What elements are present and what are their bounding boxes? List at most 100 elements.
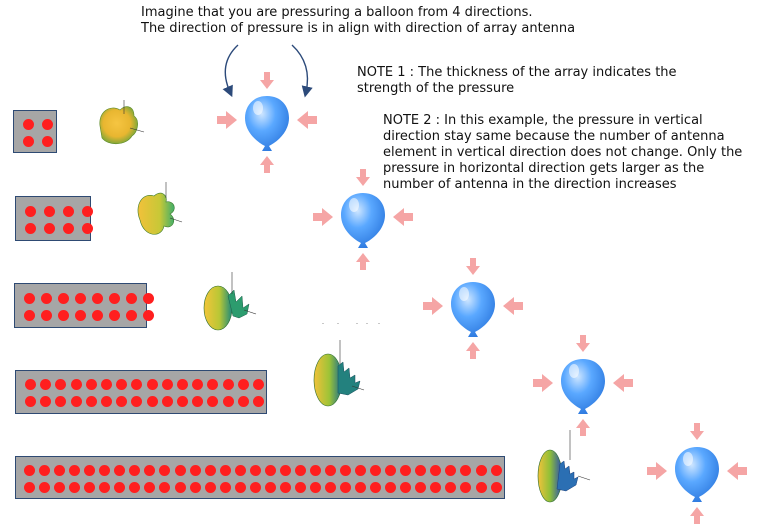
antenna-element	[75, 292, 86, 304]
antenna-element	[55, 379, 67, 390]
antenna-array-2x2	[13, 110, 57, 153]
antenna-element	[189, 464, 201, 476]
antenna-element	[445, 464, 457, 476]
antenna-element	[490, 464, 502, 476]
antenna-element	[204, 464, 216, 476]
antenna-element	[415, 481, 427, 493]
antenna-element	[144, 481, 156, 493]
arrow-right	[503, 297, 523, 315]
antenna-element	[24, 464, 35, 476]
arrow-bottom	[356, 253, 370, 270]
antenna-element	[99, 464, 111, 476]
balloon-1	[217, 72, 317, 173]
antenna-element	[279, 481, 291, 493]
antenna-element	[253, 396, 264, 407]
antenna-array-16x2	[15, 370, 267, 414]
arrow-left	[647, 462, 667, 480]
antenna-element	[249, 464, 261, 476]
antenna-element	[309, 464, 321, 476]
arrow-left	[533, 374, 553, 392]
antenna-element	[84, 464, 96, 476]
antenna-element	[253, 379, 264, 390]
antenna-element	[234, 464, 246, 476]
antenna-element	[222, 379, 234, 390]
antenna-element	[82, 222, 93, 234]
arrow-left	[423, 297, 443, 315]
antenna-element	[55, 396, 67, 407]
balloon-2	[313, 169, 413, 270]
dotted-separator	[322, 323, 380, 324]
antenna-element	[42, 135, 53, 147]
antenna-element	[54, 464, 66, 476]
antenna-element	[430, 464, 442, 476]
antenna-element	[144, 464, 156, 476]
antenna-element	[192, 396, 204, 407]
antenna-element	[355, 464, 367, 476]
arrow-bottom	[260, 156, 274, 173]
antenna-element	[69, 481, 81, 493]
antenna-element	[237, 396, 249, 407]
antenna-element	[75, 309, 86, 321]
arrow-bottom	[576, 419, 590, 436]
antenna-element	[41, 292, 52, 304]
antenna-array-8x2	[14, 283, 154, 328]
antenna-element	[143, 292, 154, 304]
antenna-element	[58, 292, 69, 304]
antenna-element	[222, 396, 234, 407]
antenna-element	[24, 481, 35, 493]
antenna-element	[143, 309, 154, 321]
antenna-element	[109, 309, 120, 321]
balloon-4	[533, 335, 633, 436]
radiation-pattern-8x2	[203, 272, 257, 331]
antenna-element	[44, 222, 55, 234]
antenna-element	[340, 481, 352, 493]
antenna-element	[40, 379, 52, 390]
arrow-left	[313, 208, 333, 226]
radiation-pattern-2x2	[99, 100, 145, 145]
antenna-element	[204, 481, 216, 493]
antenna-element	[69, 464, 81, 476]
antenna-element	[294, 481, 306, 493]
antenna-element	[25, 222, 36, 234]
radiation-pattern-4x2	[137, 182, 183, 235]
antenna-element	[207, 396, 219, 407]
intro-line-1: Imagine that you are pressuring a balloo…	[141, 5, 533, 20]
antenna-element	[340, 464, 352, 476]
antenna-element	[234, 481, 246, 493]
arrow-top	[466, 258, 480, 275]
antenna-element	[101, 396, 112, 407]
antenna-element	[129, 464, 141, 476]
antenna-element	[25, 379, 36, 390]
antenna-element	[400, 481, 412, 493]
antenna-element	[219, 481, 231, 493]
antenna-element	[174, 464, 186, 476]
antenna-element	[159, 464, 171, 476]
balloon-3	[423, 258, 523, 359]
note-2: NOTE 2 : In this example, the pressure i…	[383, 113, 743, 192]
antenna-element	[109, 292, 120, 304]
antenna-element	[63, 222, 74, 234]
antenna-array-4x2	[15, 196, 93, 241]
antenna-element	[131, 396, 143, 407]
antenna-element	[415, 464, 427, 476]
antenna-element	[101, 379, 112, 390]
antenna-element	[82, 205, 93, 217]
antenna-element	[24, 292, 35, 304]
antenna-element	[264, 464, 276, 476]
antenna-element	[114, 464, 126, 476]
balloon-5	[647, 423, 747, 524]
note-1: NOTE 1 : The thickness of the array indi…	[357, 65, 677, 96]
antenna-element	[249, 481, 261, 493]
antenna-element	[24, 309, 35, 321]
antenna-element	[39, 481, 51, 493]
curve-arrow-left	[222, 44, 239, 98]
antenna-element	[63, 205, 74, 217]
antenna-element	[116, 396, 128, 407]
arrow-top	[690, 423, 704, 440]
intro-line-2: The direction of pressure is in align wi…	[141, 21, 576, 36]
antenna-element	[84, 481, 96, 493]
antenna-element	[126, 292, 137, 304]
antenna-element	[400, 464, 412, 476]
